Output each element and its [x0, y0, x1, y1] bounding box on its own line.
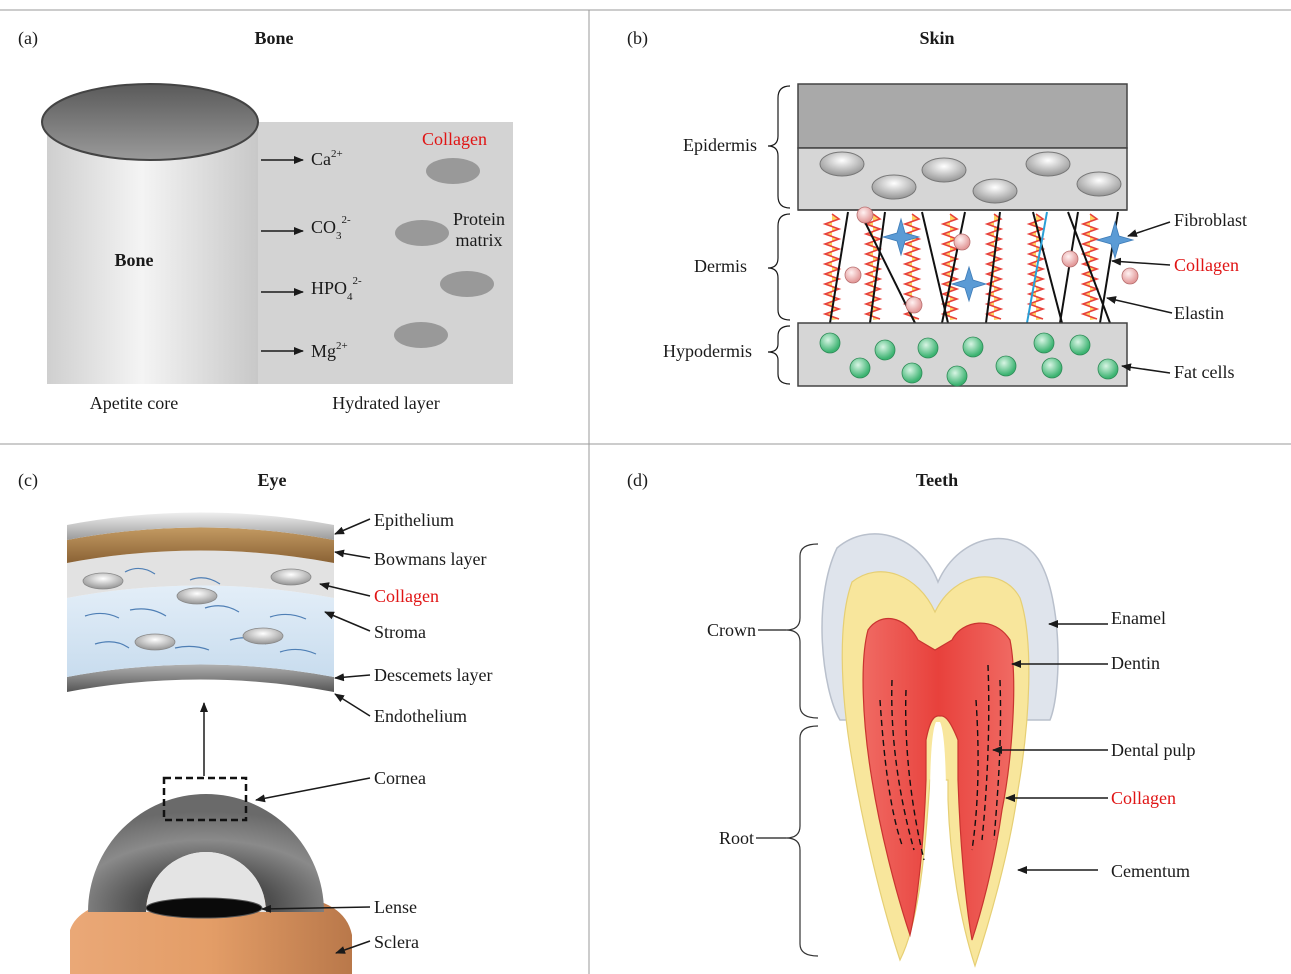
cornea-label: Cornea [374, 768, 426, 788]
dental-pulp-label: Dental pulp [1111, 740, 1195, 760]
elastin-pointer [1107, 298, 1172, 313]
collagen-label-bone: Collagen [422, 129, 487, 149]
collagen-label-eye: Collagen [374, 586, 439, 606]
lens [146, 898, 262, 918]
tooth-braces [786, 544, 818, 956]
bone-cylinder-top [42, 84, 258, 160]
protein-matrix-blob [394, 322, 448, 348]
panel-a-tag: (a) [18, 28, 38, 49]
fat-cells-pointer [1122, 366, 1170, 373]
cementum-label: Cementum [1111, 861, 1190, 881]
crown-label: Crown [707, 620, 756, 640]
collagen-pointer-skin [1112, 261, 1170, 265]
pulp-canal-gap [930, 722, 946, 850]
elastin-label: Elastin [1174, 303, 1224, 323]
fibroblast-pointer [1128, 222, 1170, 236]
protein-matrix-blob [395, 220, 449, 246]
fibroblast-label: Fibroblast [1174, 210, 1247, 230]
skin-braces [768, 86, 790, 384]
epithelium-label: Epithelium [374, 510, 454, 530]
bone-core-label: Bone [114, 250, 153, 270]
endothelium-label: Endothelium [374, 706, 467, 726]
protein-matrix-label-line1: Protein [453, 209, 505, 229]
dermis-layer [798, 207, 1138, 323]
panel-b-title: Skin [919, 28, 954, 48]
epidermis-top-layer [798, 84, 1127, 148]
hypodermis-label: Hypodermis [663, 341, 752, 361]
panel-d-title: Teeth [916, 470, 958, 490]
panel-c-title: Eye [258, 470, 287, 490]
panel-b-tag: (b) [627, 28, 648, 49]
panel-b-skin: (b) Skin [627, 28, 1247, 386]
panel-a-title: Bone [254, 28, 293, 48]
dentin-label: Dentin [1111, 653, 1160, 673]
collagen-label-tooth: Collagen [1111, 788, 1176, 808]
protein-matrix-blob [426, 158, 480, 184]
hydrated-layer [255, 122, 513, 384]
panel-c-eye: (c) Eye [18, 470, 492, 974]
fat-cells-label: Fat cells [1174, 362, 1235, 382]
protein-matrix-blob [440, 271, 494, 297]
epidermis-label: Epidermis [683, 135, 757, 155]
dermis-label: Dermis [694, 256, 747, 276]
descemets-label: Descemets layer [374, 665, 492, 685]
panel-d-teeth: (d) Teeth Crown Root Enamel Dentin [627, 470, 1195, 966]
bowmans-label: Bowmans layer [374, 549, 486, 569]
collagen-label-skin: Collagen [1174, 255, 1239, 275]
sclera-label: Sclera [374, 932, 419, 952]
root-label: Root [719, 828, 754, 848]
protein-matrix-label-line2: matrix [456, 230, 503, 250]
panel-a-bone: (a) Bone Bone Collagen Protein matrix Ca… [18, 28, 513, 413]
stroma-label: Stroma [374, 622, 426, 642]
enamel-label: Enamel [1111, 608, 1166, 628]
panel-d-tag: (d) [627, 470, 648, 491]
lense-label: Lense [374, 897, 417, 917]
apatite-core-caption: Apetite core [90, 393, 178, 413]
hydrated-layer-caption: Hydrated layer [332, 393, 439, 413]
panel-c-tag: (c) [18, 470, 38, 491]
cornea-pointer [256, 778, 370, 800]
